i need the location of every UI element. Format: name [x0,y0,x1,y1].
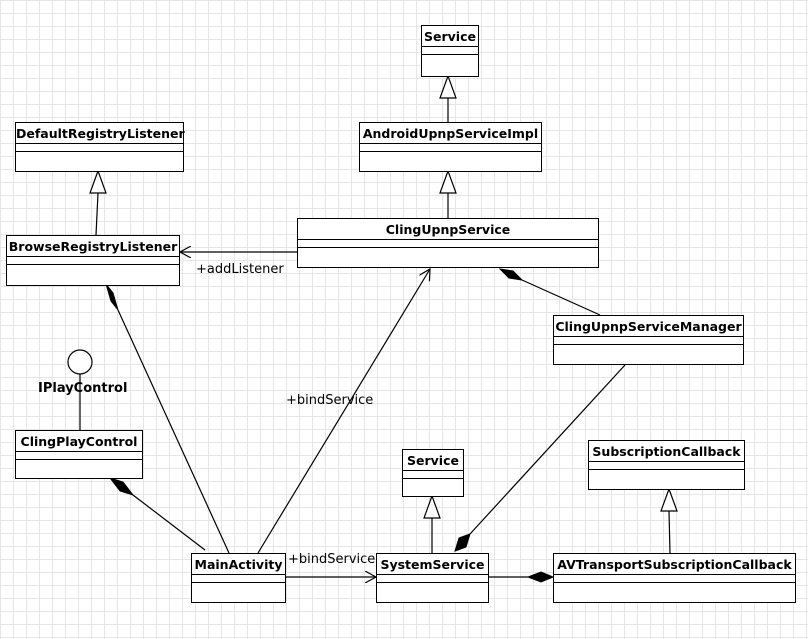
class-system-service[interactable]: SystemService [376,553,489,603]
class-operations [377,583,488,591]
addlistener-label: +addListener [196,262,284,277]
class-name: ClingUpnpService [298,219,598,240]
class-operations [7,265,179,273]
class-name: AVTransportSubscriptionCallback [554,554,795,575]
class-name: BrowseRegistryListener [7,236,179,257]
composition-systemservice-avtransport [489,571,555,583]
class-name: AndroidUpnpServiceImpl [360,123,541,144]
class-attributes [7,257,179,265]
class-name: ClingPlayControl [16,431,142,452]
composition-clingupnp-manager [498,268,601,316]
class-operations [554,345,743,353]
class-attributes [377,575,488,583]
class-cling-upnp-service[interactable]: ClingUpnpService [297,218,599,268]
class-default-registry-listener[interactable]: DefaultRegistryListener [15,122,185,172]
class-operations [192,583,285,591]
class-attributes [554,337,743,345]
generalization-avtransport-to-subscription [660,487,678,554]
class-attributes [403,471,463,479]
class-operations [16,152,183,160]
class-operations [360,152,541,160]
class-attributes [360,144,541,152]
class-cling-play-control[interactable]: ClingPlayControl [15,430,143,479]
class-operations [403,479,463,487]
class-name: Service [422,26,478,47]
composition-mainactivity-browse [105,283,230,554]
association-bindservice-diagonal [257,269,430,554]
class-name: Service [403,450,463,471]
class-attributes [192,575,285,583]
class-operations [298,248,598,256]
bindservice-diagonal-label: +bindService [286,393,374,408]
bindservice-horizontal-label: +bindService [288,552,376,567]
class-operations [422,55,478,63]
class-attributes [298,240,598,248]
class-av-transport-subscription-callback[interactable]: AVTransportSubscriptionCallback [553,553,796,603]
iplaycontrol-interface-label: IPlayControl [38,381,128,396]
class-name: MainActivity [192,554,285,575]
generalization-androidupnp-to-service [439,74,457,122]
class-name: SystemService [377,554,488,575]
class-name: SubscriptionCallback [589,441,744,462]
class-operations [589,470,744,478]
class-service-top[interactable]: Service [421,25,479,77]
generalization-browse-to-default [89,169,107,236]
generalization-clingupnp-to-androidupnp [439,169,457,218]
class-name: ClingUpnpServiceManager [554,316,743,337]
class-operations [16,460,142,468]
composition-systemservice-manager [454,364,626,552]
class-cling-upnp-service-manager[interactable]: ClingUpnpServiceManager [553,315,744,365]
class-main-activity[interactable]: MainActivity [191,553,286,603]
composition-mainactivity-clingplay [108,477,206,551]
class-attributes [554,575,795,583]
iplaycontrol-interface-icon [67,349,93,375]
class-browse-registry-listener[interactable]: BrowseRegistryListener [6,235,180,286]
class-service-bottom[interactable]: Service [402,449,464,497]
class-attributes [589,462,744,470]
class-name: DefaultRegistryListener [16,123,185,144]
class-attributes [422,47,478,55]
generalization-systemservice-to-service [423,494,441,553]
class-attributes [16,452,142,460]
class-attributes [16,144,183,152]
class-android-upnp-service-impl[interactable]: AndroidUpnpServiceImpl [359,122,542,172]
class-operations [554,583,795,591]
class-subscription-callback[interactable]: SubscriptionCallback [588,440,745,490]
